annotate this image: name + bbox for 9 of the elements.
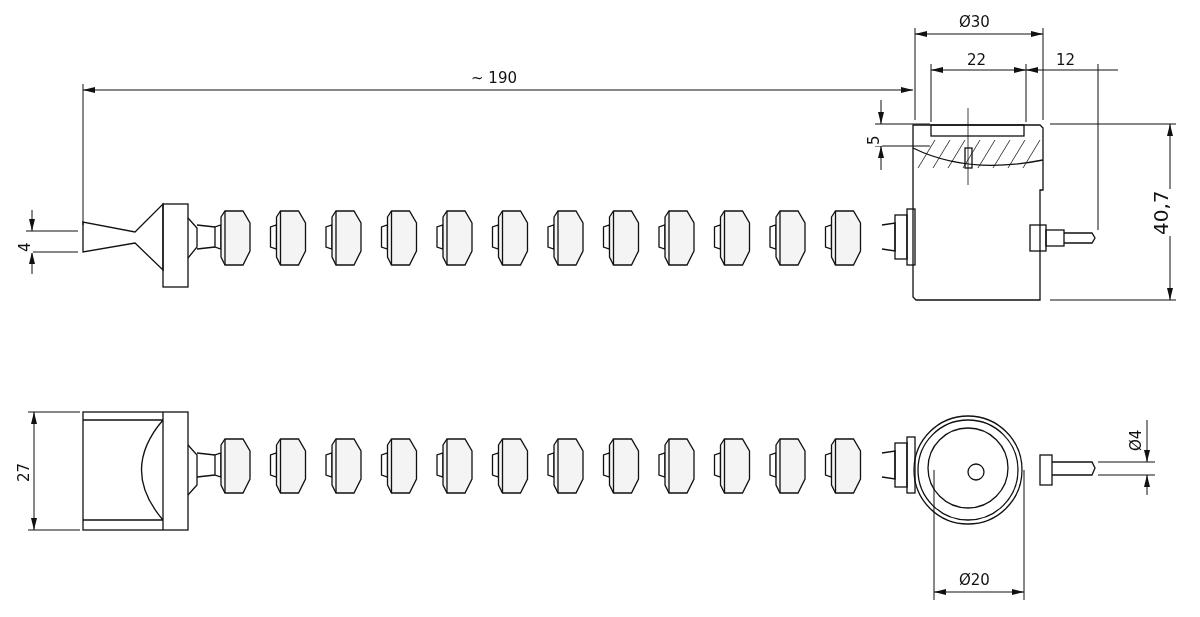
dimension-text: 22: [966, 52, 988, 68]
dimension-text: 27: [16, 461, 32, 483]
dimension-text: 5: [866, 134, 882, 146]
dimension-text: Ø30: [958, 14, 991, 30]
dimension-text: 12: [1055, 52, 1077, 68]
dimension-text: Ø4: [1128, 428, 1144, 452]
dimension-text: 4: [17, 241, 33, 253]
dimension-text: ~ 190: [470, 70, 518, 86]
dimension-text: Ø20: [958, 572, 991, 588]
